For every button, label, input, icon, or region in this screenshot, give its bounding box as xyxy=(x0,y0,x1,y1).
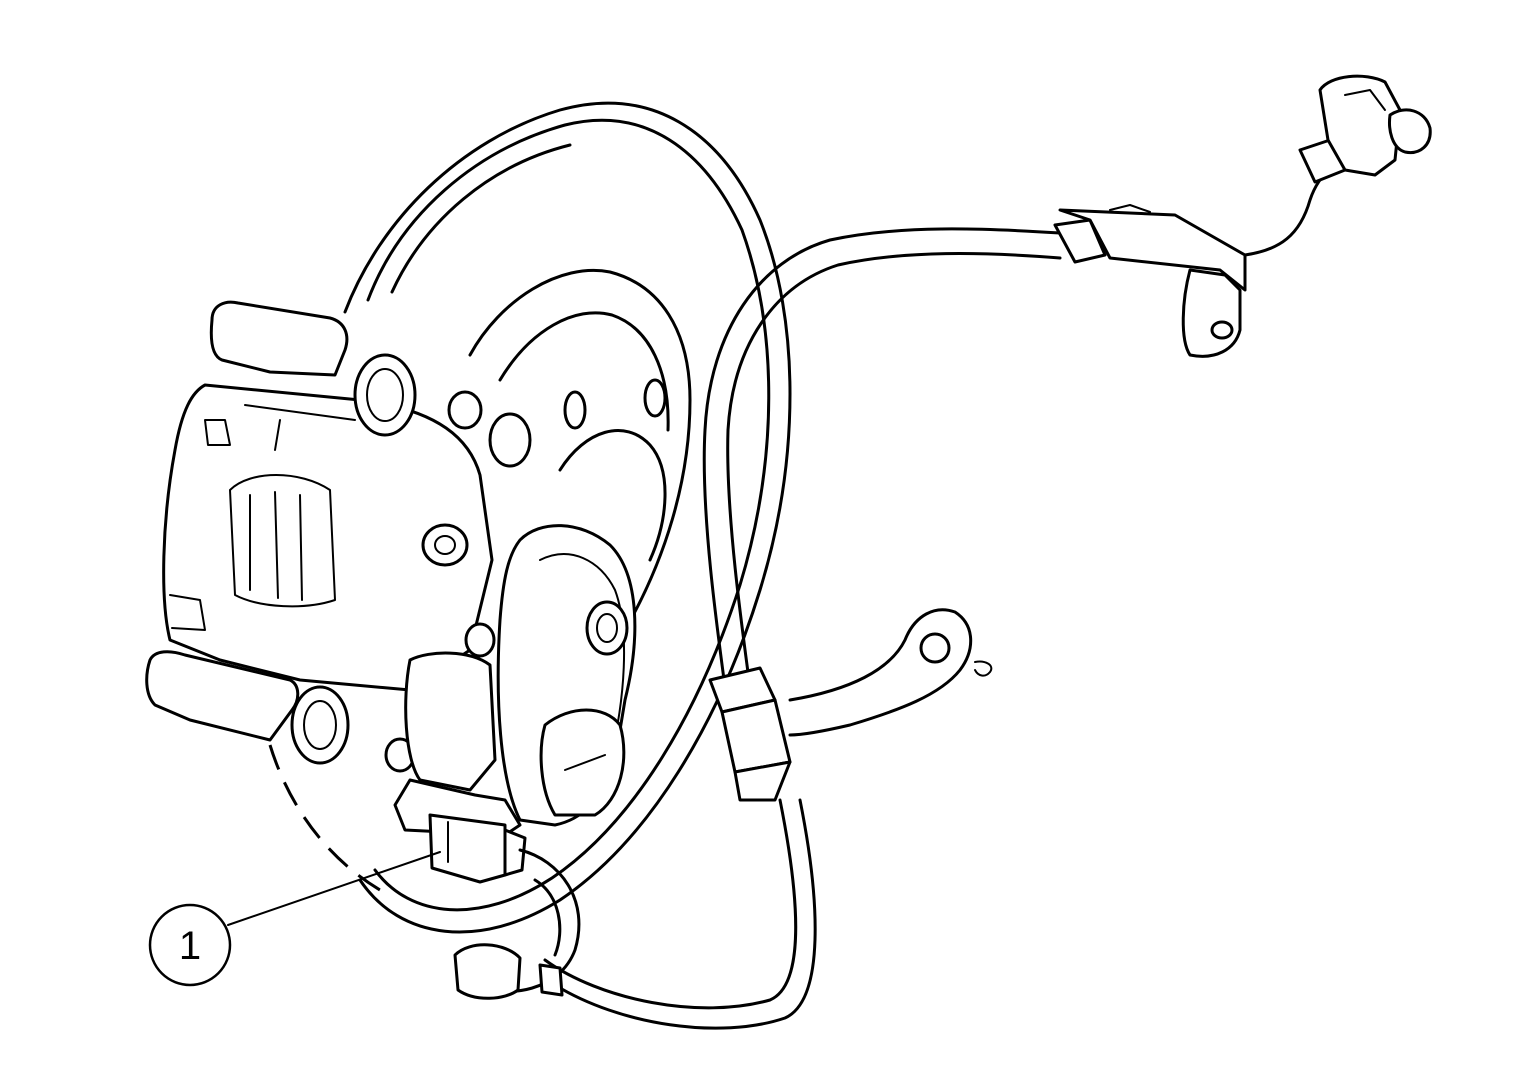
wiring-harness xyxy=(453,227,1062,1030)
callout-bubble xyxy=(148,903,232,987)
brake-rotor xyxy=(268,101,792,934)
motor-connector xyxy=(393,778,527,884)
callout-number: 1 xyxy=(179,924,201,968)
parking-brake-motor xyxy=(404,524,637,827)
callout-1: 1 xyxy=(148,851,441,987)
upper-connector xyxy=(1053,74,1432,358)
brake-caliper xyxy=(145,300,532,773)
callout-leader-line xyxy=(227,851,441,926)
